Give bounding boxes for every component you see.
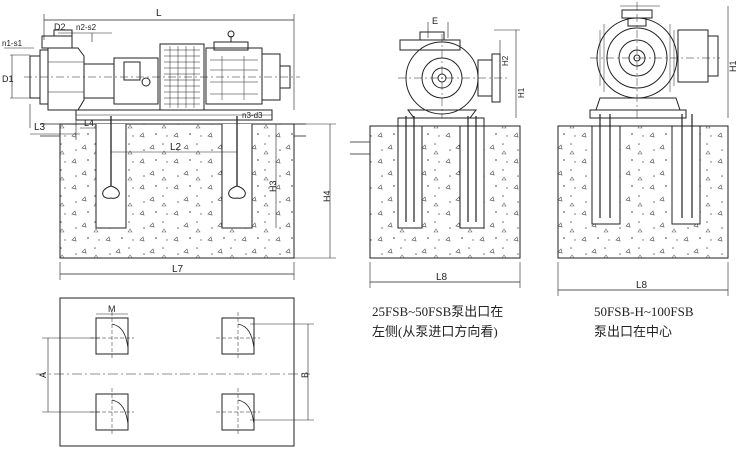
label-H1-right: H1	[728, 60, 738, 72]
caption-center-outlet-line2: 泵出口在中心	[594, 324, 673, 339]
label-D2: D2	[54, 22, 66, 32]
bolt-hole-top-right	[216, 312, 260, 360]
label-H2: H2	[501, 55, 510, 66]
label-L2: L2	[170, 142, 182, 153]
caption-center-outlet-line1: 50FSB-H~100FSB	[594, 304, 694, 319]
side-elevation-view	[4, 14, 336, 280]
label-A: A	[38, 372, 48, 378]
label-L: L	[156, 8, 162, 19]
label-H1-middle: H1	[517, 87, 526, 98]
caption-side-outlet-line2: 左侧(从泵进口方向看)	[372, 324, 498, 339]
end-view-center-outlet	[557, 2, 729, 296]
label-H3: H3	[268, 180, 278, 192]
label-n1-s1: n1-s1	[2, 39, 23, 48]
caption-side-outlet: 25FSB~50FSB泵出口在 左侧(从泵进口方向看)	[372, 302, 503, 342]
bolt-hole-bottom-right	[216, 388, 260, 436]
label-L3: L3	[34, 122, 46, 133]
label-H4: H4	[322, 190, 332, 202]
label-n3-d3: n3-d3	[242, 111, 263, 120]
label-L8-middle: L8	[436, 272, 448, 283]
label-L8-right: L8	[636, 280, 648, 291]
label-n2-s2: n2-s2	[76, 23, 97, 32]
caption-side-outlet-line1: 25FSB~50FSB泵出口在	[372, 304, 504, 319]
label-M: M	[108, 304, 116, 314]
foundation-plan-view	[36, 297, 314, 447]
caption-center-outlet: 50FSB-H~100FSB 泵出口在中心	[594, 302, 694, 342]
label-L4: L4	[84, 118, 94, 128]
end-view-side-outlet	[350, 22, 521, 288]
label-D1: D1	[2, 74, 14, 84]
bolt-hole-bottom-left	[90, 388, 134, 436]
label-E: E	[432, 16, 438, 26]
bolt-hole-top-left	[90, 312, 134, 360]
label-B: B	[300, 372, 310, 378]
label-L7: L7	[172, 264, 184, 275]
